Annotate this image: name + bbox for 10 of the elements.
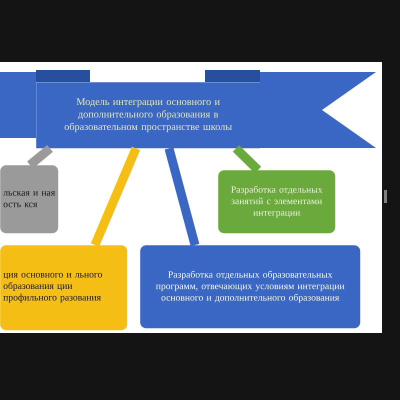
connector-wedge: [27, 144, 53, 168]
callout-box: ция основного и льного образования ции профильного разования: [0, 245, 128, 330]
banner-box: Модель интеграции основного и дополнительного образования в образовательном пространстве школы: [36, 82, 260, 148]
connector-wedge: [90, 146, 140, 247]
connector-wedge: [232, 145, 262, 174]
connector-wedge: [164, 147, 200, 246]
callout-box: льская и ная ость кся: [0, 165, 58, 234]
callout-box: Разработка отдельных занятий с элементами интеграции: [218, 170, 336, 234]
node-label: Модель интеграции основного и дополнительного образования в образовательном пространстве школы: [64, 98, 232, 132]
callout-box: Разработка отдельных образовательных программ, отвечающих условиям интеграции основного и дополнительного образования: [140, 245, 360, 328]
